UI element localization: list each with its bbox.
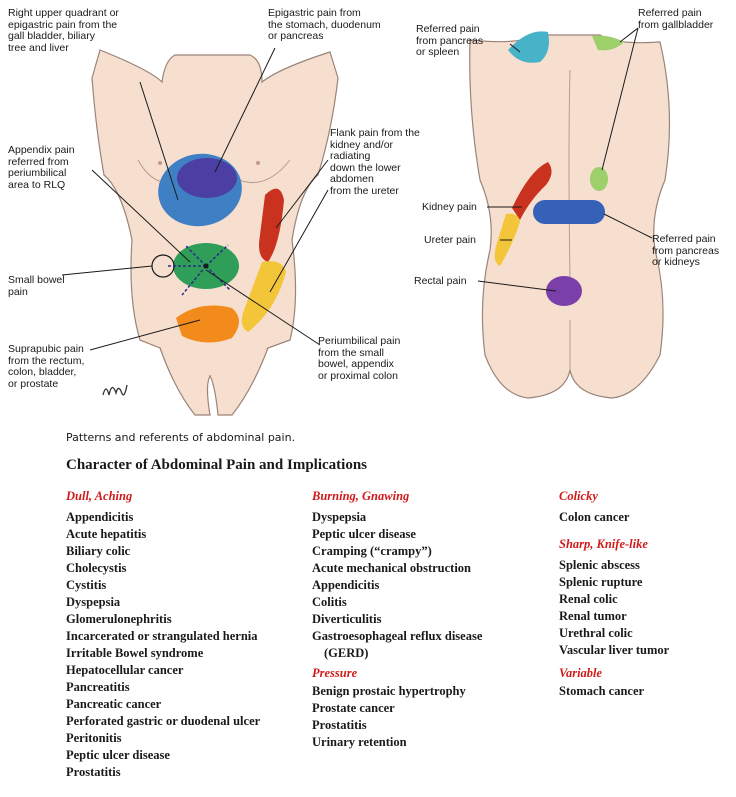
figure-caption: Patterns and referents of abdominal pain…: [66, 431, 296, 444]
list-item: Irritable Bowel syndrome: [66, 646, 204, 660]
list-item: Renal colic: [559, 592, 618, 606]
list-item: Incarcerated or strangulated hernia: [66, 629, 258, 643]
zone-kidney-red: [512, 162, 552, 220]
heading-colicky: Colicky: [559, 489, 598, 503]
column-dull-aching: Dull, Aching Appendicitis Acute hepatiti…: [66, 488, 306, 781]
list-sharp-knife-like: Splenic abscess Splenic rupture Renal co…: [559, 557, 729, 659]
list-item: Biliary colic: [66, 544, 131, 558]
label-suprapubic: Suprapubic pain from the rectum, colon, …: [8, 343, 85, 390]
list-item: Vascular liver tumor: [559, 643, 670, 657]
list-item: Splenic rupture: [559, 575, 643, 589]
list-item: Dyspepsia: [66, 595, 121, 609]
list-item: Urethral colic: [559, 626, 633, 640]
list-item: Peptic ulcer disease: [312, 527, 416, 541]
list-item: Appendicitis: [312, 578, 380, 592]
table-title: Character of Abdominal Pain and Implicat…: [66, 457, 368, 473]
label-ref-pancreas-spleen: Referred pain from pancreas or spleen: [416, 23, 484, 58]
list-item: Cystitis: [66, 578, 107, 592]
list-item: Acute mechanical obstruction: [312, 561, 472, 575]
list-item: Renal tumor: [559, 609, 627, 623]
list-item: Gastroesophageal reflux disease: [312, 629, 483, 643]
list-item: Stomach cancer: [559, 684, 645, 698]
label-ureter: Ureter pain: [424, 234, 476, 246]
artist-signature: [102, 384, 128, 396]
list-item: Pancreatic cancer: [66, 697, 162, 711]
column-colicky-sharp-variable: Colicky Colon cancer Sharp, Knife-like S…: [559, 488, 729, 700]
label-kidney: Kidney pain: [422, 201, 477, 213]
zone-ureter-yellow: [241, 261, 286, 332]
heading-variable: Variable: [559, 666, 603, 680]
label-ref-pancreas-kidneys: Referred pain from pancreas or kidneys: [652, 233, 720, 268]
column-burning-pressure: Burning, Gnawing Dyspepsia Peptic ulcer …: [312, 488, 552, 751]
list-item: Urinary retention: [312, 735, 407, 749]
list-item: Colitis: [312, 595, 347, 609]
zone-ref-pancreas-kidneys: [533, 200, 605, 224]
list-item: Acute hepatitis: [66, 527, 147, 541]
list-item: Benign prostaic hypertrophy: [312, 684, 466, 698]
list-item: Colon cancer: [559, 510, 630, 524]
heading-burning-gnawing: Burning, Gnawing: [312, 489, 410, 503]
zone-flank-red: [259, 188, 284, 262]
list-item: Dyspepsia: [312, 510, 367, 524]
label-flank: Flank pain from the kidney and/or radiat…: [330, 127, 420, 197]
label-ref-gallbladder: Referred pain from gallbladder: [638, 7, 714, 31]
zone-epigastric-purple: [177, 158, 237, 198]
label-small-bowel: Small bowel pain: [8, 274, 65, 298]
list-item: (GERD): [324, 646, 369, 660]
label-rectal: Rectal pain: [414, 275, 467, 287]
heading-sharp-knife-like: Sharp, Knife-like: [559, 537, 648, 551]
list-item: Peritonitis: [66, 731, 122, 745]
zone-ref-gallbladder-back: [590, 167, 608, 191]
list-item: Hepatocellular cancer: [66, 663, 184, 677]
heading-pressure: Pressure: [312, 666, 358, 680]
list-item: Prostatitis: [66, 765, 121, 779]
zone-suprapubic-orange: [176, 305, 239, 343]
zone-ref-pancreas-spleen: [508, 31, 549, 63]
front-right-leg: [209, 347, 269, 416]
list-item: Prostatitis: [312, 718, 367, 732]
zone-ref-gallbladder-shoulder: [592, 35, 624, 51]
zone-rectal-purple: [546, 276, 582, 306]
list-item: Perforated gastric or duodenal ulcer: [66, 714, 261, 728]
list-item: Appendicitis: [66, 510, 134, 524]
list-item: Pancreatitis: [66, 680, 130, 694]
list-variable: Stomach cancer: [559, 683, 729, 700]
list-item: Splenic abscess: [559, 558, 640, 572]
list-burning-gnawing: Dyspepsia Peptic ulcer disease Cramping …: [312, 509, 552, 662]
list-item: Prostate cancer: [312, 701, 395, 715]
anatomy-figure-svg: [61, 27, 671, 416]
abdominal-pain-illustration: Right upper quadrant or epigastric pain …: [8, 7, 720, 416]
label-ruq: Right upper quadrant or epigastric pain …: [8, 7, 119, 54]
leader-lines: [61, 27, 653, 351]
list-item: Cholecystis: [66, 561, 127, 575]
list-item: Cramping (“crampy”): [312, 544, 432, 558]
list-item: Peptic ulcer disease: [66, 748, 170, 762]
list-item: Diverticulitis: [312, 612, 382, 626]
label-appendix: Appendix pain referred from periumbilica…: [8, 144, 75, 191]
list-item: Glomerulonephritis: [66, 612, 172, 626]
label-periumbilical: Periumbilical pain from the small bowel,…: [318, 335, 401, 382]
label-epigastric: Epigastric pain from the stomach, duoden…: [268, 7, 381, 42]
spine-line: [568, 69, 571, 281]
front-left-leg: [159, 347, 211, 416]
list-pressure: Benign prostaic hypertrophy Prostate can…: [312, 683, 552, 751]
list-dull-aching: Appendicitis Acute hepatitis Biliary col…: [66, 509, 306, 781]
list-colicky: Colon cancer: [559, 509, 729, 526]
heading-dull-aching: Dull, Aching: [66, 489, 133, 503]
